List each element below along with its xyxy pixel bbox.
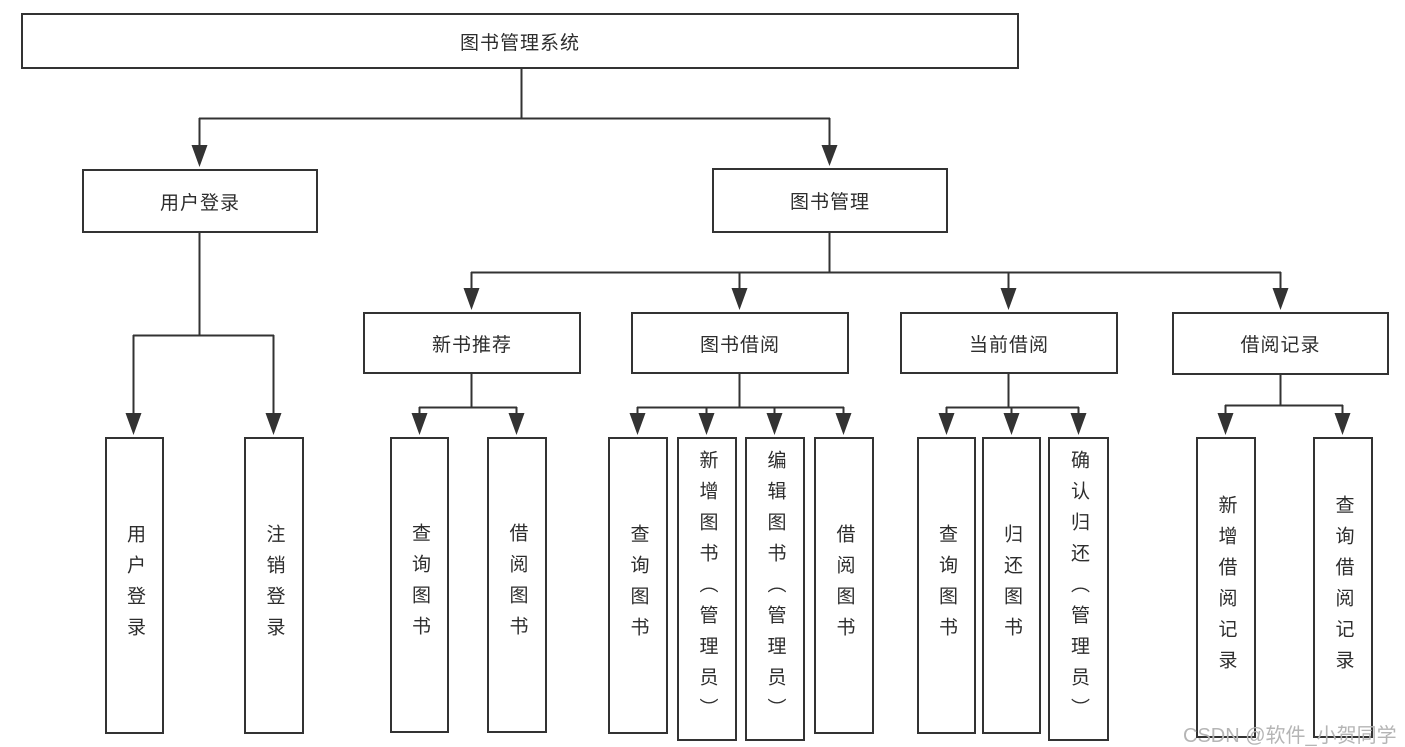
leaf-edit-book-admin-label: 编辑图书（管理员） <box>764 449 786 729</box>
node-book-management-label: 图书管理 <box>789 192 870 213</box>
leaf-borrow-book-recommend-label: 借阅图书 <box>506 523 528 647</box>
leaf-user-login-label: 用户登录 <box>124 523 145 648</box>
leaf-add-book-admin: 新增图书（管理员） <box>677 437 737 741</box>
node-new-book-recommend-label: 新书推荐 <box>431 334 512 356</box>
leaf-edit-book-admin: 编辑图书（管理员） <box>745 437 805 741</box>
leaf-query-borrow-record: 查询借阅记录 <box>1313 437 1373 738</box>
node-root: 图书管理系统 <box>21 13 1019 69</box>
node-book-borrow: 图书借阅 <box>631 312 849 374</box>
leaf-add-borrow-record-label: 新增借阅记录 <box>1215 494 1237 681</box>
node-user-login: 用户登录 <box>82 169 318 233</box>
node-borrow-record: 借阅记录 <box>1172 312 1389 375</box>
leaf-user-login: 用户登录 <box>105 437 164 734</box>
leaf-return-book-label: 归还图书 <box>1001 523 1022 648</box>
leaf-query-book-recommend-label: 查询图书 <box>409 523 430 647</box>
node-current-borrow-label: 当前借阅 <box>968 334 1049 356</box>
leaf-query-book-borrow-label: 查询图书 <box>627 523 649 648</box>
leaf-query-book-current-label: 查询图书 <box>936 523 957 648</box>
leaf-query-book-borrow: 查询图书 <box>608 437 668 734</box>
leaf-return-book: 归还图书 <box>982 437 1041 734</box>
node-book-management: 图书管理 <box>712 168 948 233</box>
node-user-login-label: 用户登录 <box>159 192 240 214</box>
node-current-borrow: 当前借阅 <box>900 312 1118 374</box>
leaf-logout: 注销登录 <box>244 437 304 734</box>
node-book-borrow-label: 图书借阅 <box>699 334 780 356</box>
csdn-watermark: CSDN @软件_小贺同学 <box>1183 725 1397 747</box>
node-new-book-recommend: 新书推荐 <box>363 312 581 374</box>
leaf-add-borrow-record: 新增借阅记录 <box>1196 437 1256 738</box>
leaf-borrow-book-label: 借阅图书 <box>833 523 855 648</box>
leaf-query-borrow-record-label: 查询借阅记录 <box>1332 494 1354 681</box>
leaf-query-book-current: 查询图书 <box>917 437 976 734</box>
leaf-logout-label: 注销登录 <box>263 523 285 648</box>
node-root-label: 图书管理系统 <box>459 32 580 54</box>
leaf-confirm-return-admin-label: 确认归还（管理员） <box>1068 449 1089 729</box>
node-borrow-record-label: 借阅记录 <box>1240 335 1321 356</box>
leaf-borrow-book-recommend: 借阅图书 <box>487 437 547 733</box>
leaf-confirm-return-admin: 确认归还（管理员） <box>1048 437 1109 741</box>
leaf-borrow-book: 借阅图书 <box>814 437 874 734</box>
leaf-query-book-recommend: 查询图书 <box>390 437 449 733</box>
leaf-add-book-admin-label: 新增图书（管理员） <box>696 449 718 729</box>
